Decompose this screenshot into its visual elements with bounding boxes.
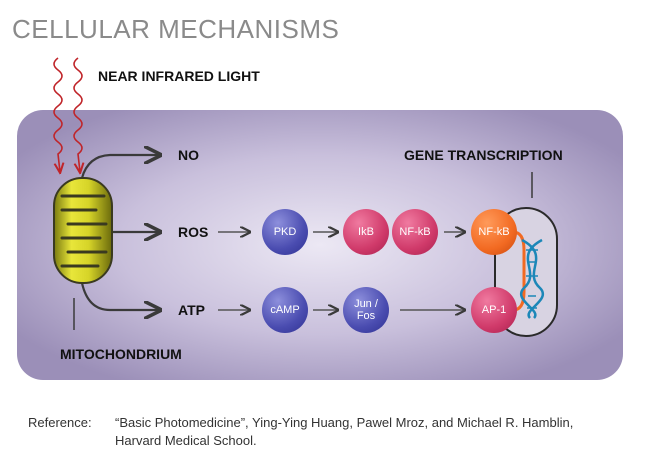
mitochondrion-icon — [53, 177, 113, 284]
light-waves-icon — [53, 57, 82, 172]
node-ap1: AP-1 — [471, 287, 517, 333]
mito-branch-arrows — [80, 155, 160, 310]
node-jun-fos: Jun / Fos — [343, 287, 389, 333]
atp-label: ATP — [178, 302, 205, 318]
reference-text: “Basic Photomedicine”, Ying-Ying Huang, … — [115, 414, 635, 450]
reference-line-1: “Basic Photomedicine”, Ying-Ying Huang, … — [115, 415, 574, 430]
page-title: CELLULAR MECHANISMS — [12, 14, 340, 44]
reference-label: Reference: — [28, 415, 92, 430]
node-camp: cAMP — [262, 287, 308, 333]
node-ikb: IkB — [343, 209, 389, 255]
ros-label: ROS — [178, 224, 209, 240]
near-infrared-light-label: NEAR INFRARED LIGHT — [98, 68, 260, 84]
no-label: NO — [178, 147, 199, 163]
reference-line-2: Harvard Medical School. — [115, 433, 257, 448]
mitochondrium-label: MITOCHONDRIUM — [60, 346, 182, 362]
node-nfkb-cytoplasm: NF-kB — [392, 209, 438, 255]
node-pkd: PKD — [262, 209, 308, 255]
dna-icon — [520, 238, 544, 319]
transcription-connector — [512, 230, 526, 312]
gene-transcription-label: GENE TRANSCRIPTION — [404, 147, 563, 163]
pathway-arrows — [218, 232, 465, 310]
node-nfkb-nucleus: NF-kB — [471, 209, 517, 255]
